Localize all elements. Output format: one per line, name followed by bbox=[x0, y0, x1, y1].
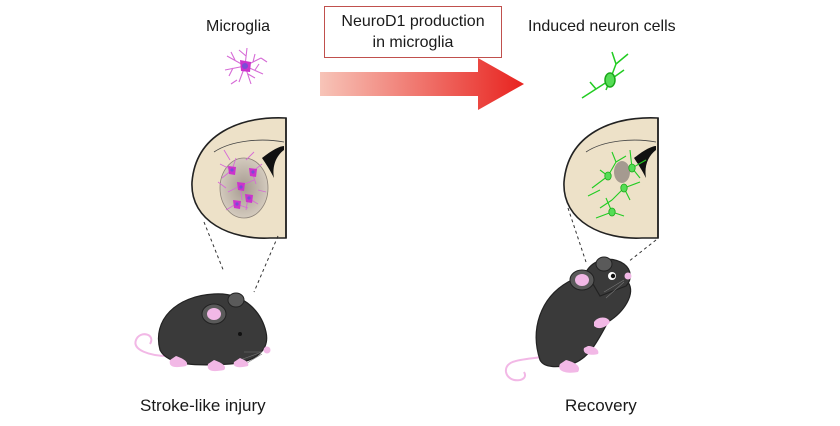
microglia-label: Microglia bbox=[206, 18, 271, 35]
process-callout-box: NeuroD1 production in microglia bbox=[324, 6, 502, 58]
mouse-injured-icon bbox=[134, 292, 271, 372]
microglia-cell-icon bbox=[224, 47, 268, 85]
process-text-line1: NeuroD1 production bbox=[341, 13, 485, 30]
process-arrow bbox=[320, 58, 524, 110]
induced-neurons-label: Induced neuron cells bbox=[528, 18, 676, 35]
injury-label: Stroke-like injury bbox=[140, 396, 266, 415]
mouse-recovered-icon bbox=[504, 256, 632, 382]
brain-section-injury bbox=[191, 117, 287, 293]
process-text-line2: in microglia bbox=[372, 34, 454, 51]
recovery-label: Recovery bbox=[565, 396, 637, 415]
brain-section-recovery bbox=[563, 117, 659, 263]
neuron-cell-icon bbox=[581, 51, 629, 99]
